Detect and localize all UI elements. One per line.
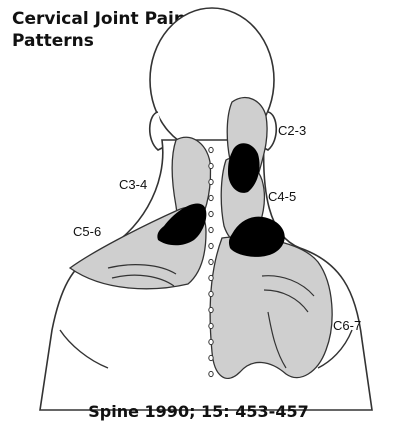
label-c56: C5-6 bbox=[73, 224, 101, 239]
label-c34: C3-4 bbox=[119, 177, 147, 192]
label-c67: C6-7 bbox=[333, 318, 361, 333]
label-c45: C4-5 bbox=[268, 189, 296, 204]
label-c23: C2-3 bbox=[278, 123, 306, 138]
spinous-processes bbox=[209, 147, 213, 376]
c67-referred-area bbox=[210, 237, 332, 379]
citation: Spine 1990; 15: 453-457 bbox=[0, 402, 397, 421]
